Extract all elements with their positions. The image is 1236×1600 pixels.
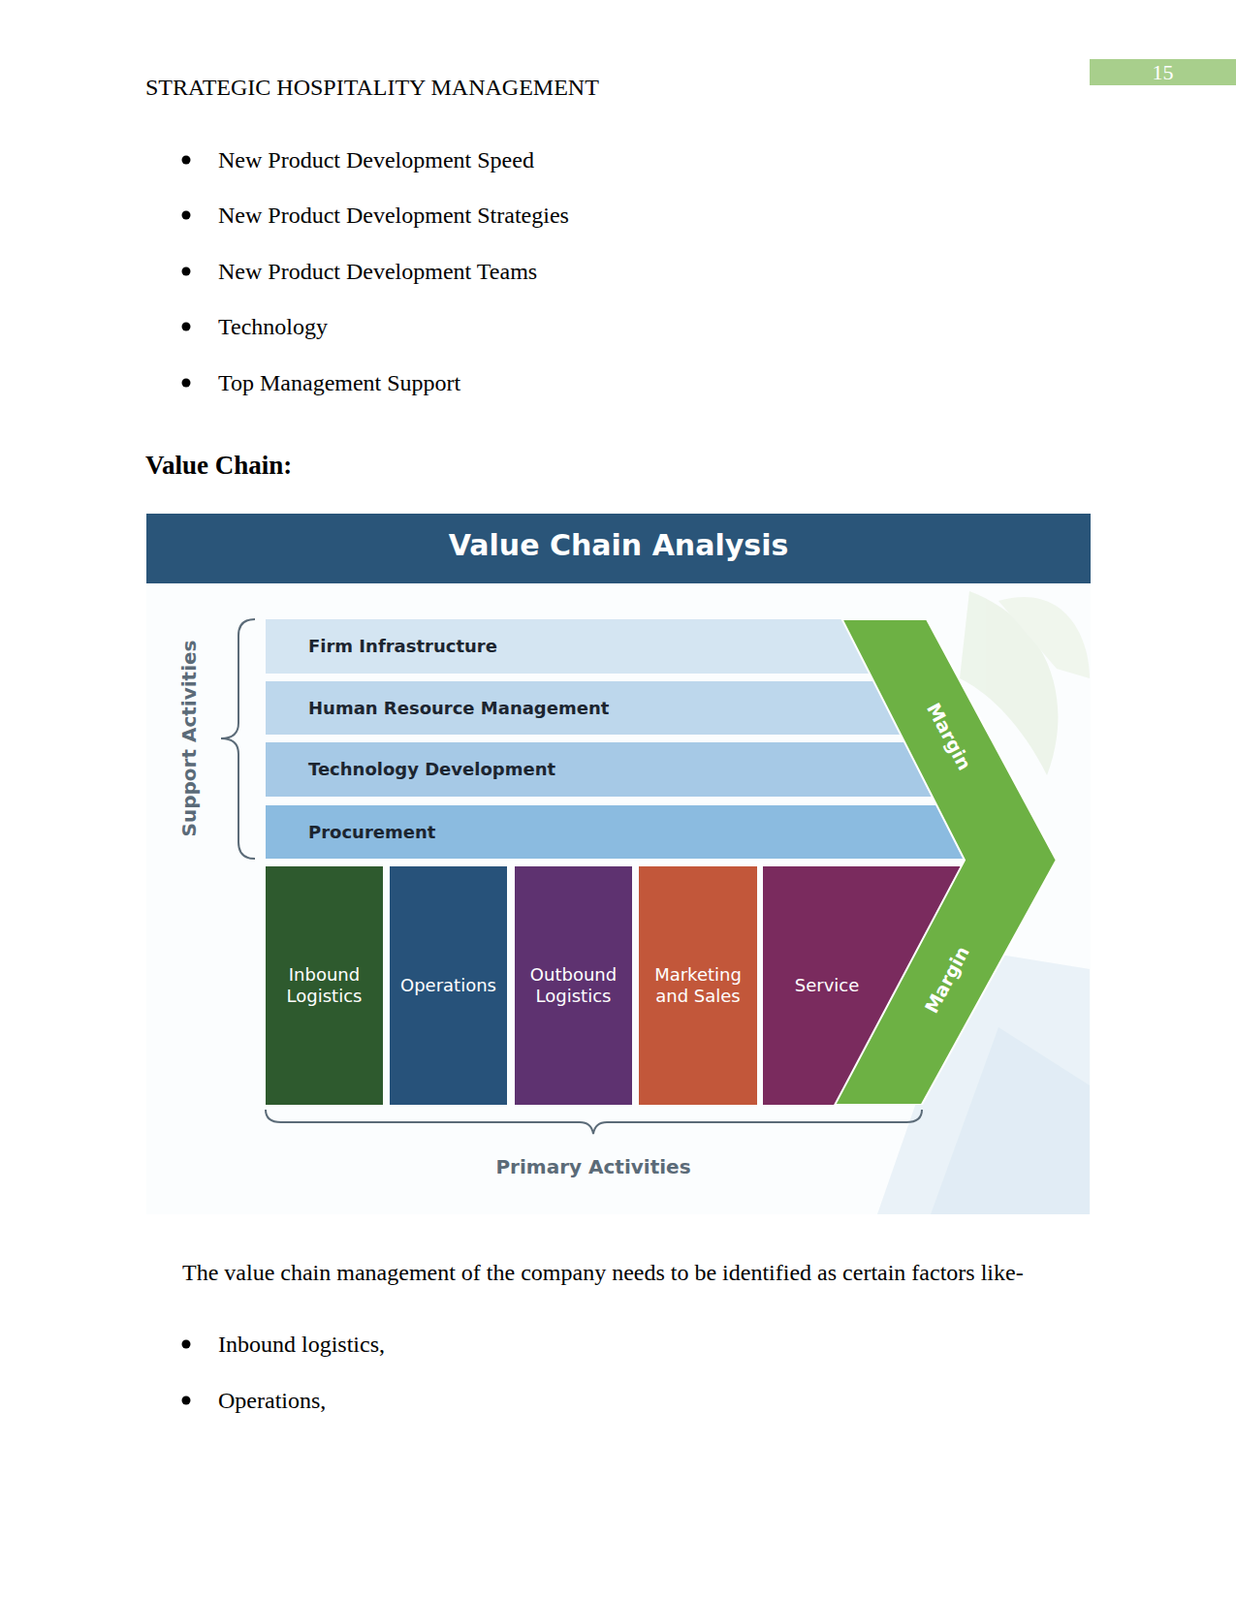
bullet-text: Inbound logistics,: [218, 1331, 385, 1360]
activity-label: Inbound Logistics: [273, 964, 376, 1007]
bullet-text: Technology: [218, 313, 328, 342]
image-title: Value Chain Analysis: [146, 528, 1091, 564]
primary-box: Operations: [389, 866, 508, 1106]
primary-box: Outbound Logistics: [514, 866, 633, 1106]
primary-bracket: [265, 1109, 922, 1135]
activity-label: Marketing and Sales: [646, 964, 750, 1007]
page-number: 15: [1089, 59, 1236, 86]
activity-label: Operations: [400, 975, 497, 997]
activity-label: Outbound Logistics: [522, 964, 625, 1007]
support-band: Technology Development: [265, 742, 955, 797]
margin-chevron: MarginMargin: [831, 619, 1059, 1106]
bracket-label: Support Activities: [177, 640, 201, 838]
primary-box: Inbound Logistics: [265, 866, 383, 1106]
title-bar: [146, 513, 1091, 584]
activity-label: Firm Infrastructure: [308, 635, 498, 658]
bracket-label: Primary Activities: [495, 1155, 691, 1179]
activity-label: Human Resource Management: [308, 697, 609, 720]
running-header: STRATEGIC HOSPITALITY MANAGEMENT: [145, 73, 600, 102]
support-bracket: [221, 619, 255, 859]
bullet-text: New Product Development Teams: [218, 257, 538, 286]
bullet-text: Top Management Support: [218, 369, 461, 398]
bullet-text: New Product Development Speed: [218, 146, 535, 175]
page-number-bar: [1089, 59, 1236, 86]
support-band: Procurement: [265, 805, 980, 859]
support-band: Human Resource Management: [265, 681, 921, 735]
image-ground: [146, 513, 1091, 1215]
body-text: The value chain management of the compan…: [182, 1259, 1024, 1288]
chevron-fill: [834, 619, 1056, 1106]
bullet-text: Operations,: [218, 1387, 326, 1416]
activity-label: Technology Development: [308, 759, 556, 781]
bullet-text: New Product Development Strategies: [218, 201, 570, 230]
support-band: Firm Infrastructure: [265, 619, 892, 674]
section-heading: Value Chain:: [145, 449, 292, 481]
activity-label: Service: [794, 975, 860, 997]
chevron-shape: [831, 619, 1059, 1106]
primary-box: Marketing and Sales: [638, 866, 758, 1106]
activity-label: Procurement: [308, 822, 436, 844]
